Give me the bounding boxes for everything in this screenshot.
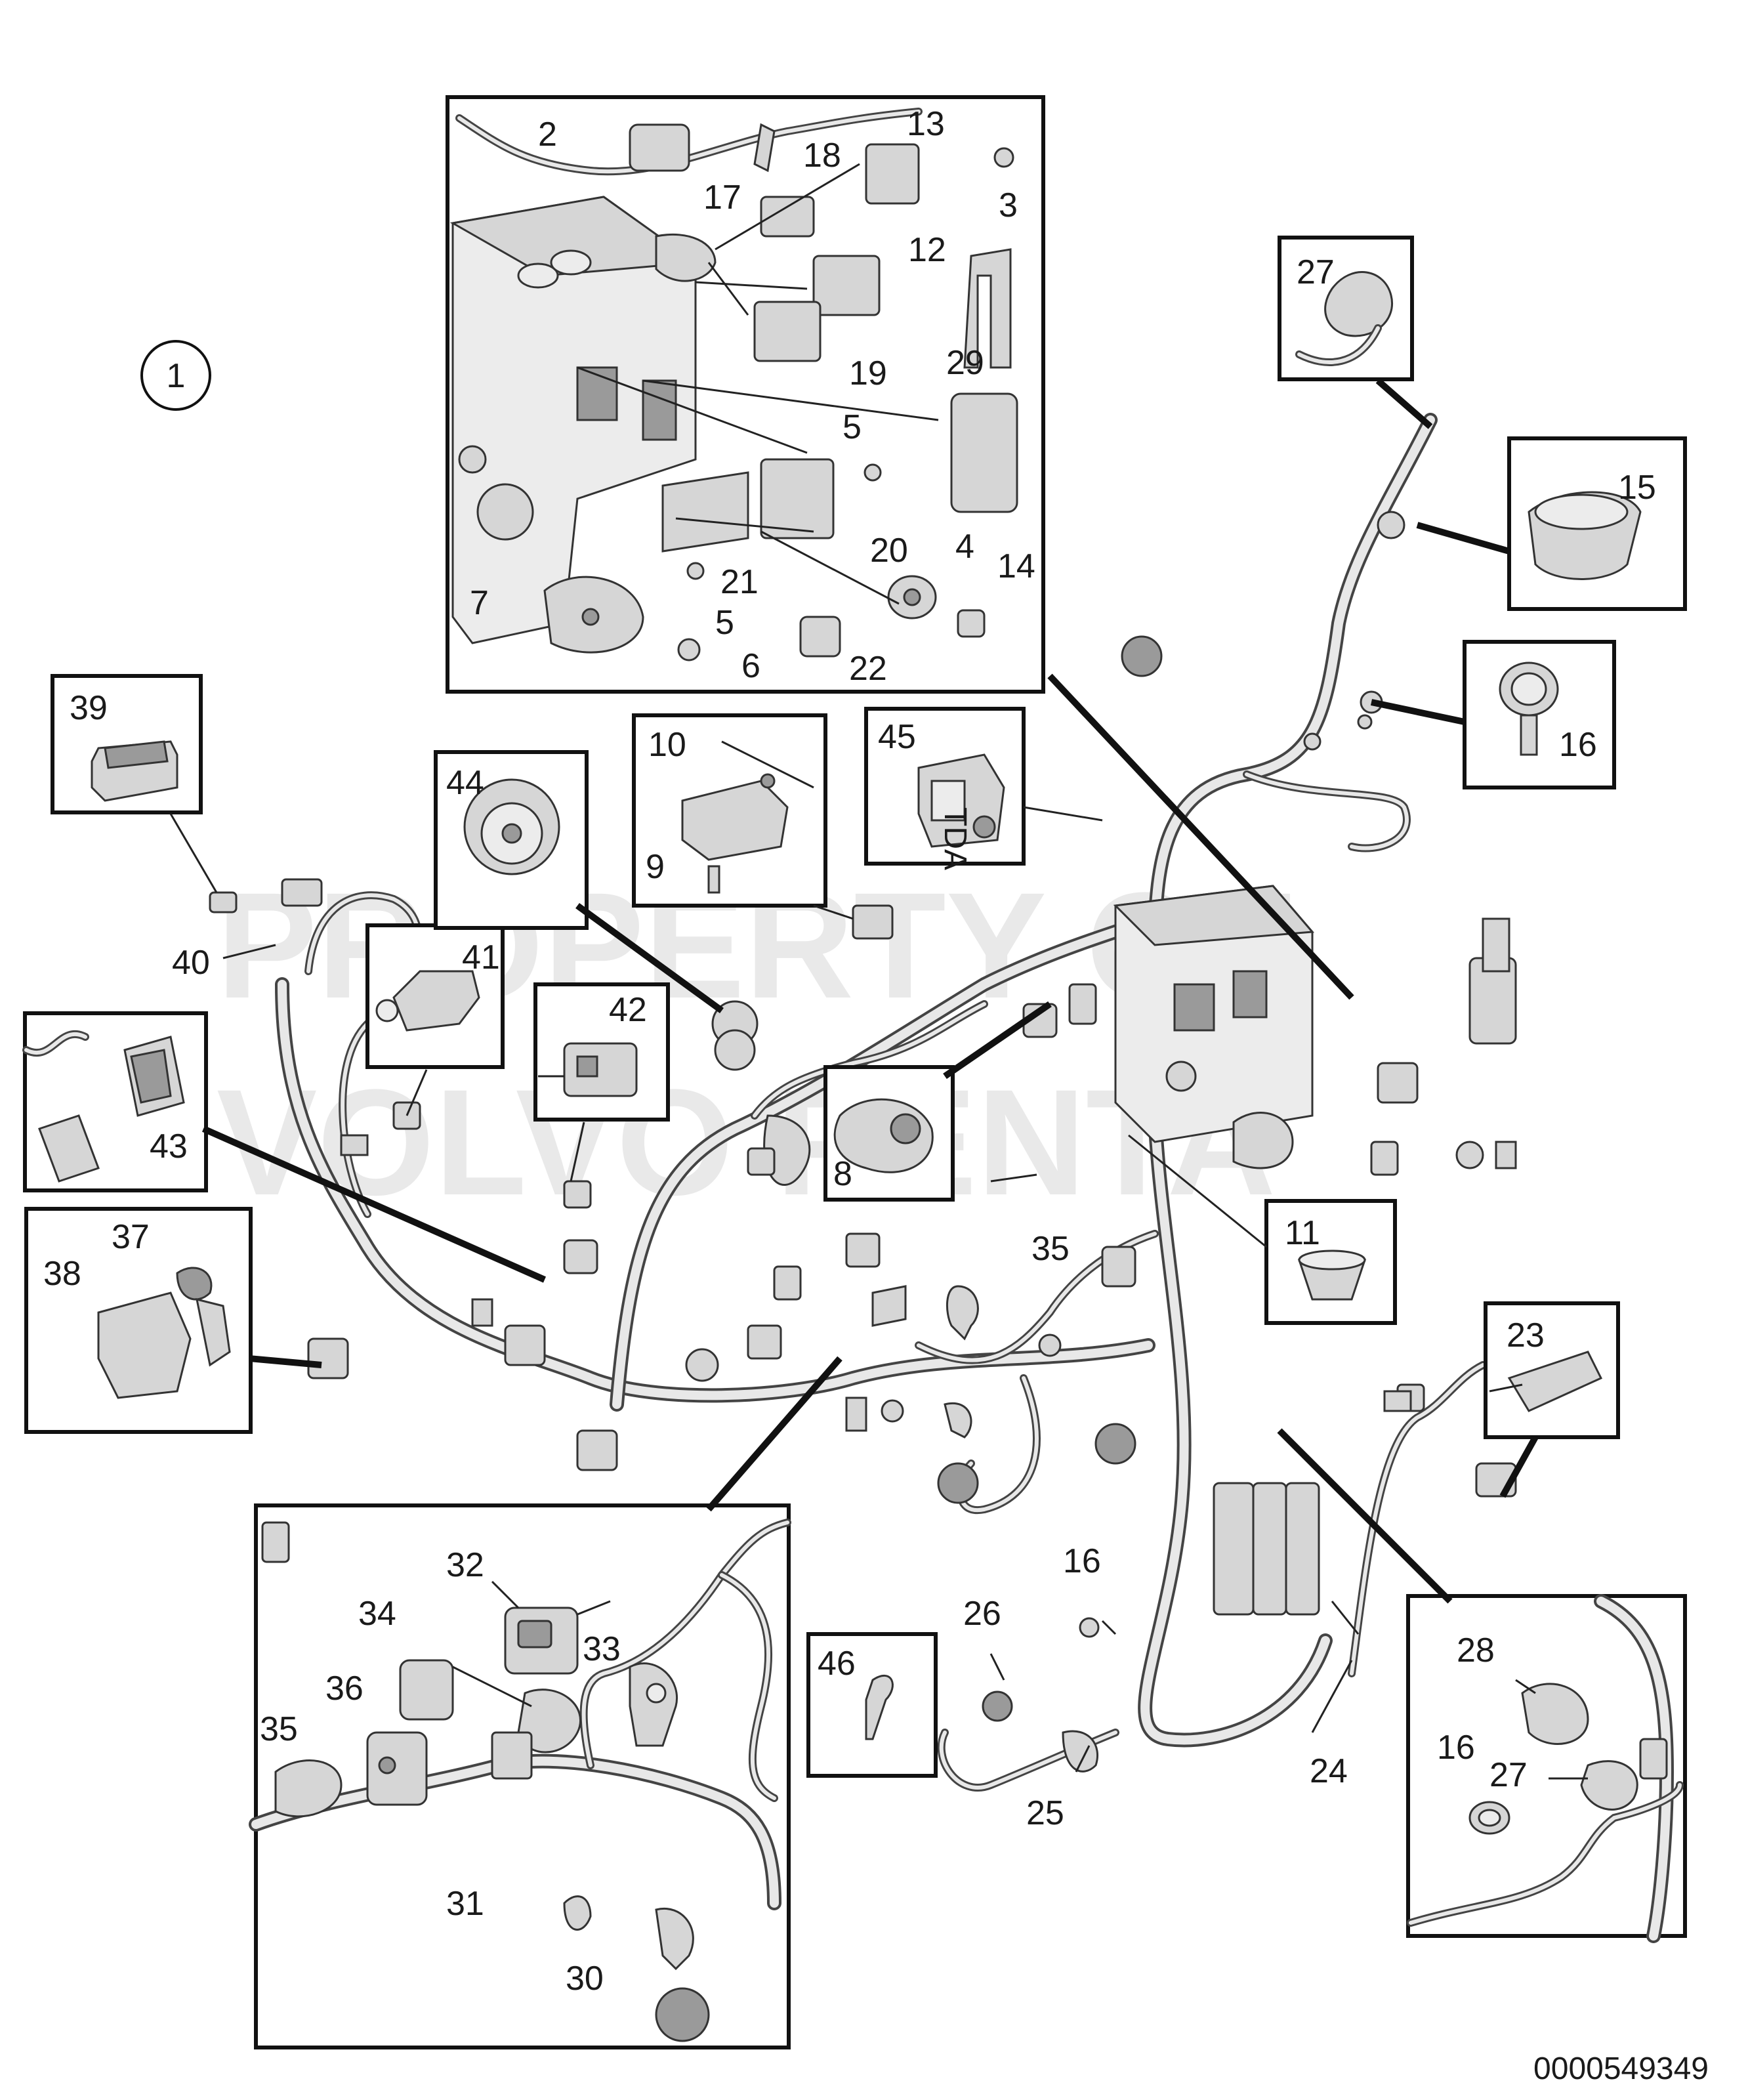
main-assembly-parts	[209, 511, 1517, 1773]
detail-box-27-top	[1278, 236, 1433, 429]
callout-28: 28	[1457, 1631, 1495, 1670]
callout-2: 2	[538, 116, 557, 154]
callout-35a: 35	[260, 1710, 298, 1748]
detail-box-43	[22, 1011, 547, 1283]
detail-box-41	[365, 923, 505, 1116]
callout-13: 13	[907, 105, 945, 143]
callout-27b: 27	[1489, 1756, 1528, 1794]
callout-12: 12	[908, 231, 946, 269]
detail-box-42	[533, 982, 670, 1182]
detail-box-main-bracket	[446, 95, 1045, 694]
callout-4: 4	[955, 528, 974, 566]
callout-16b: 16	[1063, 1542, 1101, 1580]
detail-connector-line	[1047, 673, 1354, 1000]
callout-45: 45	[878, 718, 916, 756]
callout-22: 22	[849, 650, 887, 688]
callout-35b: 35	[1031, 1230, 1070, 1268]
callout-27a: 27	[1297, 253, 1335, 291]
callout-43: 43	[150, 1127, 188, 1166]
callout-34: 34	[358, 1595, 396, 1633]
callout-21: 21	[720, 563, 759, 601]
callout-26: 26	[963, 1595, 1001, 1633]
detail-box-10	[632, 713, 854, 920]
callout-10: 10	[648, 726, 686, 764]
callout-39: 39	[70, 689, 108, 727]
callout-38: 38	[43, 1255, 81, 1293]
callout-17: 17	[703, 178, 741, 217]
detail-box-39	[51, 674, 218, 893]
detail-box-8	[823, 1001, 1052, 1202]
figure-index-circle	[140, 340, 211, 411]
detail-box-11	[1128, 1134, 1397, 1325]
callout-20: 20	[870, 532, 908, 570]
callout-46: 46	[818, 1645, 856, 1683]
callout-40: 40	[172, 944, 210, 982]
callout-32: 32	[446, 1546, 484, 1584]
callout-42: 42	[609, 991, 647, 1029]
callout-18: 18	[803, 136, 841, 175]
detail-box-37-38	[24, 1207, 322, 1434]
callout-9: 9	[646, 848, 665, 886]
detail-box-45	[864, 707, 1103, 866]
callout-37: 37	[112, 1218, 150, 1256]
callout-23: 23	[1507, 1316, 1545, 1354]
detail-box-23	[1484, 1301, 1620, 1498]
callout-30: 30	[566, 1960, 604, 1998]
callout-25: 25	[1026, 1794, 1064, 1832]
callout-36: 36	[325, 1670, 364, 1708]
callout-14: 14	[997, 547, 1035, 585]
callout-7: 7	[470, 584, 489, 622]
callout-5a: 5	[843, 408, 862, 446]
callout-6: 6	[741, 647, 760, 685]
detail-box-16-27-28	[1277, 1428, 1687, 1943]
callout-19: 19	[849, 354, 887, 392]
callout-11: 11	[1285, 1214, 1320, 1252]
callout-33: 33	[583, 1630, 621, 1668]
detail-box-46	[806, 1632, 938, 1778]
detail-box-44	[434, 750, 724, 1014]
main-leader-lines	[222, 944, 1360, 1773]
callout-3: 3	[999, 186, 1018, 224]
callout-31: 31	[446, 1885, 484, 1923]
callout-8: 8	[833, 1155, 852, 1193]
image-number: 0000549349	[1533, 2051, 1709, 2086]
control-bracket-assembly	[1113, 885, 1315, 1143]
bracket-text: TDA	[938, 807, 972, 870]
callout-41: 41	[462, 938, 500, 976]
callout-29: 29	[946, 344, 984, 382]
callout-16a: 16	[1559, 726, 1597, 764]
callout-15: 15	[1618, 469, 1656, 507]
detail-box-16-top	[1370, 640, 1616, 789]
callout-5b: 5	[715, 604, 734, 642]
callout-24: 24	[1310, 1752, 1348, 1790]
callout-44: 44	[446, 764, 484, 802]
callout-16c: 16	[1437, 1729, 1475, 1767]
figure-index-label: 1	[167, 357, 186, 395]
detail-box-30-36	[249, 1356, 843, 2049]
detail-box-15	[1416, 436, 1687, 611]
callout-labels: 2 3 4 5 5 6 7 8 9 10 11 12 13 14 15 16 1…	[43, 105, 1656, 1998]
watermark-line2: VOLVO PENTA	[217, 1058, 1276, 1227]
